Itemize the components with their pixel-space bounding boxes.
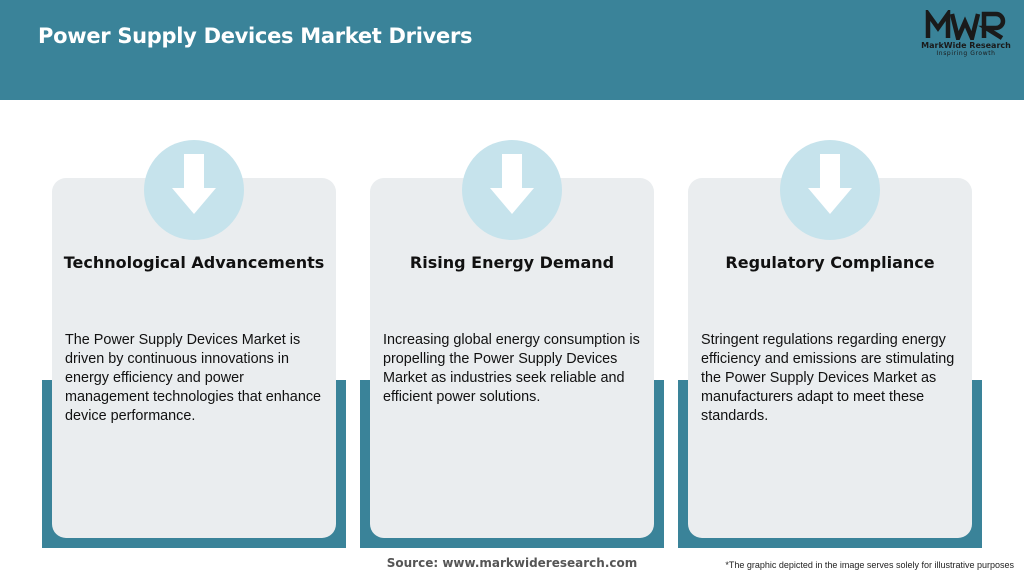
card-description: Increasing global energy consumption is …	[383, 332, 640, 405]
arrow-down-icon	[172, 154, 216, 214]
driver-card-rising-energy-demand: Rising Energy Demand Increasing global e…	[360, 140, 664, 548]
card-panel: Regulatory Compliance Stringent regulati…	[688, 140, 972, 538]
page-title: Power Supply Devices Market Drivers	[38, 24, 473, 48]
card-description: The Power Supply Devices Market is drive…	[65, 332, 322, 424]
driver-card-technological-advancements: Technological Advancements The Power Sup…	[42, 140, 346, 548]
card-panel: Technological Advancements The Power Sup…	[52, 140, 336, 538]
card-title: Rising Energy Demand	[409, 253, 615, 272]
logo-tagline: Inspiring Growth	[936, 50, 996, 57]
arrow-down-icon	[490, 154, 534, 214]
mwr-logo-mark-icon	[925, 10, 1006, 40]
arrow-down-icon	[808, 154, 852, 214]
logo-name: MarkWide Research	[921, 41, 1011, 50]
card-title: Regulatory Compliance	[725, 253, 935, 272]
disclaimer-text: *The graphic depicted in the image serve…	[725, 560, 1014, 570]
card-description: Stringent regulations regarding energy e…	[701, 332, 955, 424]
card-title: Technological Advancements	[63, 253, 325, 272]
driver-card-regulatory-compliance: Regulatory Compliance Stringent regulati…	[678, 140, 982, 548]
card-panel: Rising Energy Demand Increasing global e…	[370, 140, 654, 538]
icon-circle	[462, 140, 562, 240]
header-banner: Power Supply Devices Market Drivers Mark…	[0, 0, 1024, 100]
icon-circle	[144, 140, 244, 240]
source-text: Source: www.markwideresearch.com	[386, 556, 638, 570]
icon-circle	[780, 140, 880, 240]
logo: MarkWide Research Inspiring Growth	[918, 10, 1014, 57]
